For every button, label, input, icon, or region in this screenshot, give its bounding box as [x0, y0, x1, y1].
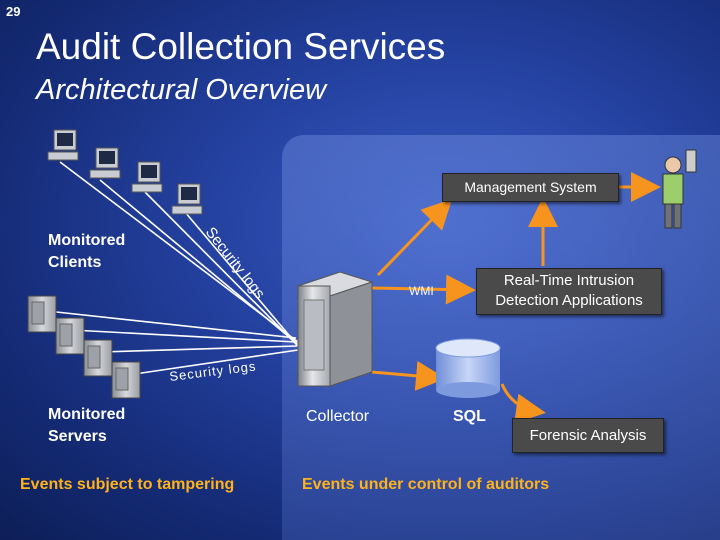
footer-left-caption: Events subject to tampering — [20, 476, 235, 493]
collector-label: Collector — [306, 408, 370, 425]
sql-label: SQL — [453, 408, 486, 425]
monitored-servers-label: Monitored Servers — [48, 406, 126, 445]
wmi-label: WMI — [409, 284, 434, 298]
auditor-person-icon — [662, 149, 697, 229]
forensic-analysis-box: Forensic Analysis — [512, 418, 664, 453]
security-logs-upper-label: Security logs — [202, 224, 268, 302]
client-log-lines — [59, 161, 305, 354]
management-system-box: Management System — [442, 173, 619, 202]
client-pc-icons — [47, 129, 203, 215]
slide-number: 29 — [6, 4, 21, 19]
slide-title: Audit Collection Services — [36, 26, 446, 67]
server-log-lines — [37, 309, 299, 376]
footer-right-caption: Events under control of auditors — [302, 476, 550, 493]
sql-database-icon — [435, 338, 501, 398]
flow-arrows — [371, 172, 661, 424]
slide-subtitle: Architectural Overview — [36, 74, 327, 106]
monitored-clients-label: Monitored Clients — [48, 232, 126, 271]
monitored-server-icons — [27, 295, 141, 399]
collector-server-icon — [296, 271, 374, 387]
realtime-intrusion-box: Real-Time Intrusion Detection Applicatio… — [476, 268, 662, 315]
